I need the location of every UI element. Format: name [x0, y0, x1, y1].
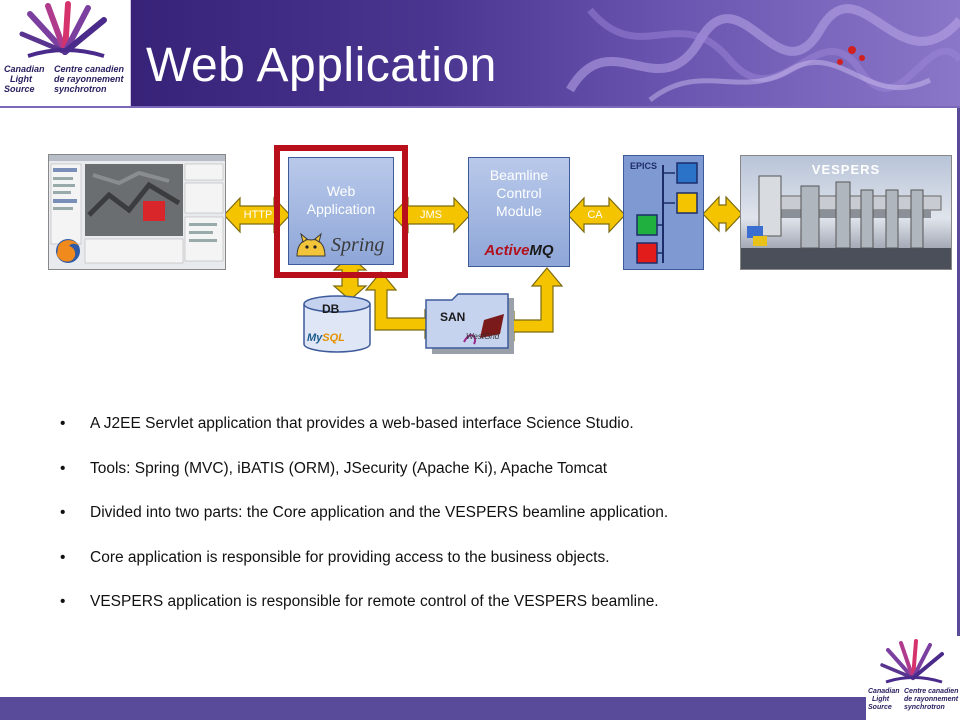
epics-red-block: [636, 242, 658, 264]
epics-green-block: [636, 214, 658, 236]
bullet-item: • Tools: Spring (MVC), iBATIS (ORM), JSec…: [60, 459, 940, 504]
db-label: DB: [322, 302, 340, 316]
logo-text-line: synchrotron: [54, 84, 107, 94]
san-label: SAN: [440, 310, 466, 324]
bullet-dot: •: [60, 593, 66, 610]
logo-text-line: de rayonnement: [54, 74, 124, 84]
bullet-dot: •: [60, 504, 66, 521]
vespers-beamline-image: VESPERS: [740, 155, 952, 270]
browser-screenshot: [49, 155, 225, 264]
right-edge-rule: [957, 108, 960, 638]
epics-label: EPICS: [630, 161, 658, 171]
epics-diagram: [636, 162, 698, 264]
footer-logo-text: Canadian Light Source Centre canadien de…: [868, 688, 960, 712]
web-application-highlight: [274, 145, 408, 278]
label-line: Application: [306, 201, 376, 217]
browser-client: [48, 154, 226, 270]
diagram-arrows: [223, 195, 743, 342]
cls-logo-mark: [19, 1, 107, 58]
beamline-control-module-label: Beamline Control Module: [469, 166, 569, 220]
san-storage-icon: [425, 293, 514, 354]
bullet-dot: •: [60, 548, 66, 566]
mysql-part2: SQL: [322, 332, 345, 344]
activemq-logo: ActiveMQ: [469, 242, 569, 259]
mysql-logo: MySQL: [307, 332, 345, 344]
firefox-icon: [56, 239, 80, 263]
jms-label: JMS: [420, 209, 442, 221]
epics-yellow-block: [676, 192, 698, 214]
activemq-part2: MQ: [529, 242, 554, 259]
bullet-item: • Divided into two parts: the Core applic…: [60, 503, 940, 548]
westgrid-logo: WestGrid: [466, 332, 500, 341]
bullet-dot: •: [60, 415, 66, 432]
beamline-equipment: [741, 175, 951, 269]
bullet-item: • A J2EE Servlet application that provide…: [60, 414, 940, 459]
header-underline: [0, 106, 960, 108]
label-line: Web: [326, 183, 356, 199]
activemq-part1: Active: [484, 242, 530, 259]
logo-text-line: synchrotron: [904, 704, 945, 711]
db-arrow: [332, 255, 368, 301]
protein-structure-art: [566, 4, 960, 102]
vespers-label: VESPERS: [811, 162, 881, 177]
bullet-item: • VESPERS application is responsible for …: [60, 592, 940, 637]
database-icon: [303, 295, 371, 353]
label-line: Beamline: [489, 167, 549, 183]
label-line: Control: [496, 185, 542, 201]
epics-blue-block: [676, 162, 698, 184]
spring-logo: Spring: [331, 234, 385, 256]
logo-text-line: de rayonnement: [904, 696, 959, 703]
cls-logo: Canadian Light Source Centre canadien de…: [0, 0, 131, 106]
header-banner: Canadian Light Source Centre canadien de…: [0, 0, 960, 106]
logo-text-line: Source: [4, 84, 35, 94]
logo-text-line: Light: [10, 74, 32, 84]
logo-text-line: Source: [868, 704, 892, 711]
tomcat-icon: [296, 232, 326, 257]
bullet-text: Divided into two parts: the Core applica…: [90, 504, 669, 521]
label-line: Module: [496, 203, 542, 219]
bullet-text: VESPERS application is responsible for r…: [90, 593, 659, 610]
slide-title: Web Application: [146, 39, 497, 92]
bullet-text: Tools: Spring (MVC), iBATIS (ORM), JSecu…: [90, 459, 608, 477]
footer-bar: [0, 697, 960, 720]
bullet-text: Core application is responsible for prov…: [90, 548, 610, 566]
bullet-item: • Core application is responsible for pro…: [60, 548, 940, 593]
logo-text-line: Canadian: [868, 688, 900, 695]
cls-logo-text: Canadian Light Source Centre canadien de…: [4, 64, 128, 94]
epics-panel: EPICS: [623, 155, 704, 270]
web-application-label: Web Application: [289, 182, 393, 218]
beamline-control-module-box: Beamline Control Module ActiveMQ: [468, 157, 570, 267]
footer-logo-mark: [880, 639, 944, 684]
epics-vespers-arrow: [702, 195, 743, 233]
logo-text-line: Light: [872, 696, 890, 703]
logo-text-line: Centre canadien: [904, 688, 959, 695]
mysql-part1: My: [307, 332, 323, 344]
bullet-dot: •: [60, 459, 66, 477]
web-application-box: Web Application Spring: [288, 157, 394, 265]
bullet-list: • A J2EE Servlet application that provide…: [60, 414, 940, 637]
logo-text-line: Centre canadien: [54, 64, 125, 74]
ca-label: CA: [587, 209, 603, 221]
logo-text-line: Canadian: [4, 64, 45, 74]
footer-cls-logo: Canadian Light Source Centre canadien de…: [866, 636, 960, 720]
bullet-text: A J2EE Servlet application that provides…: [90, 415, 634, 432]
http-label: HTTP: [243, 209, 273, 221]
